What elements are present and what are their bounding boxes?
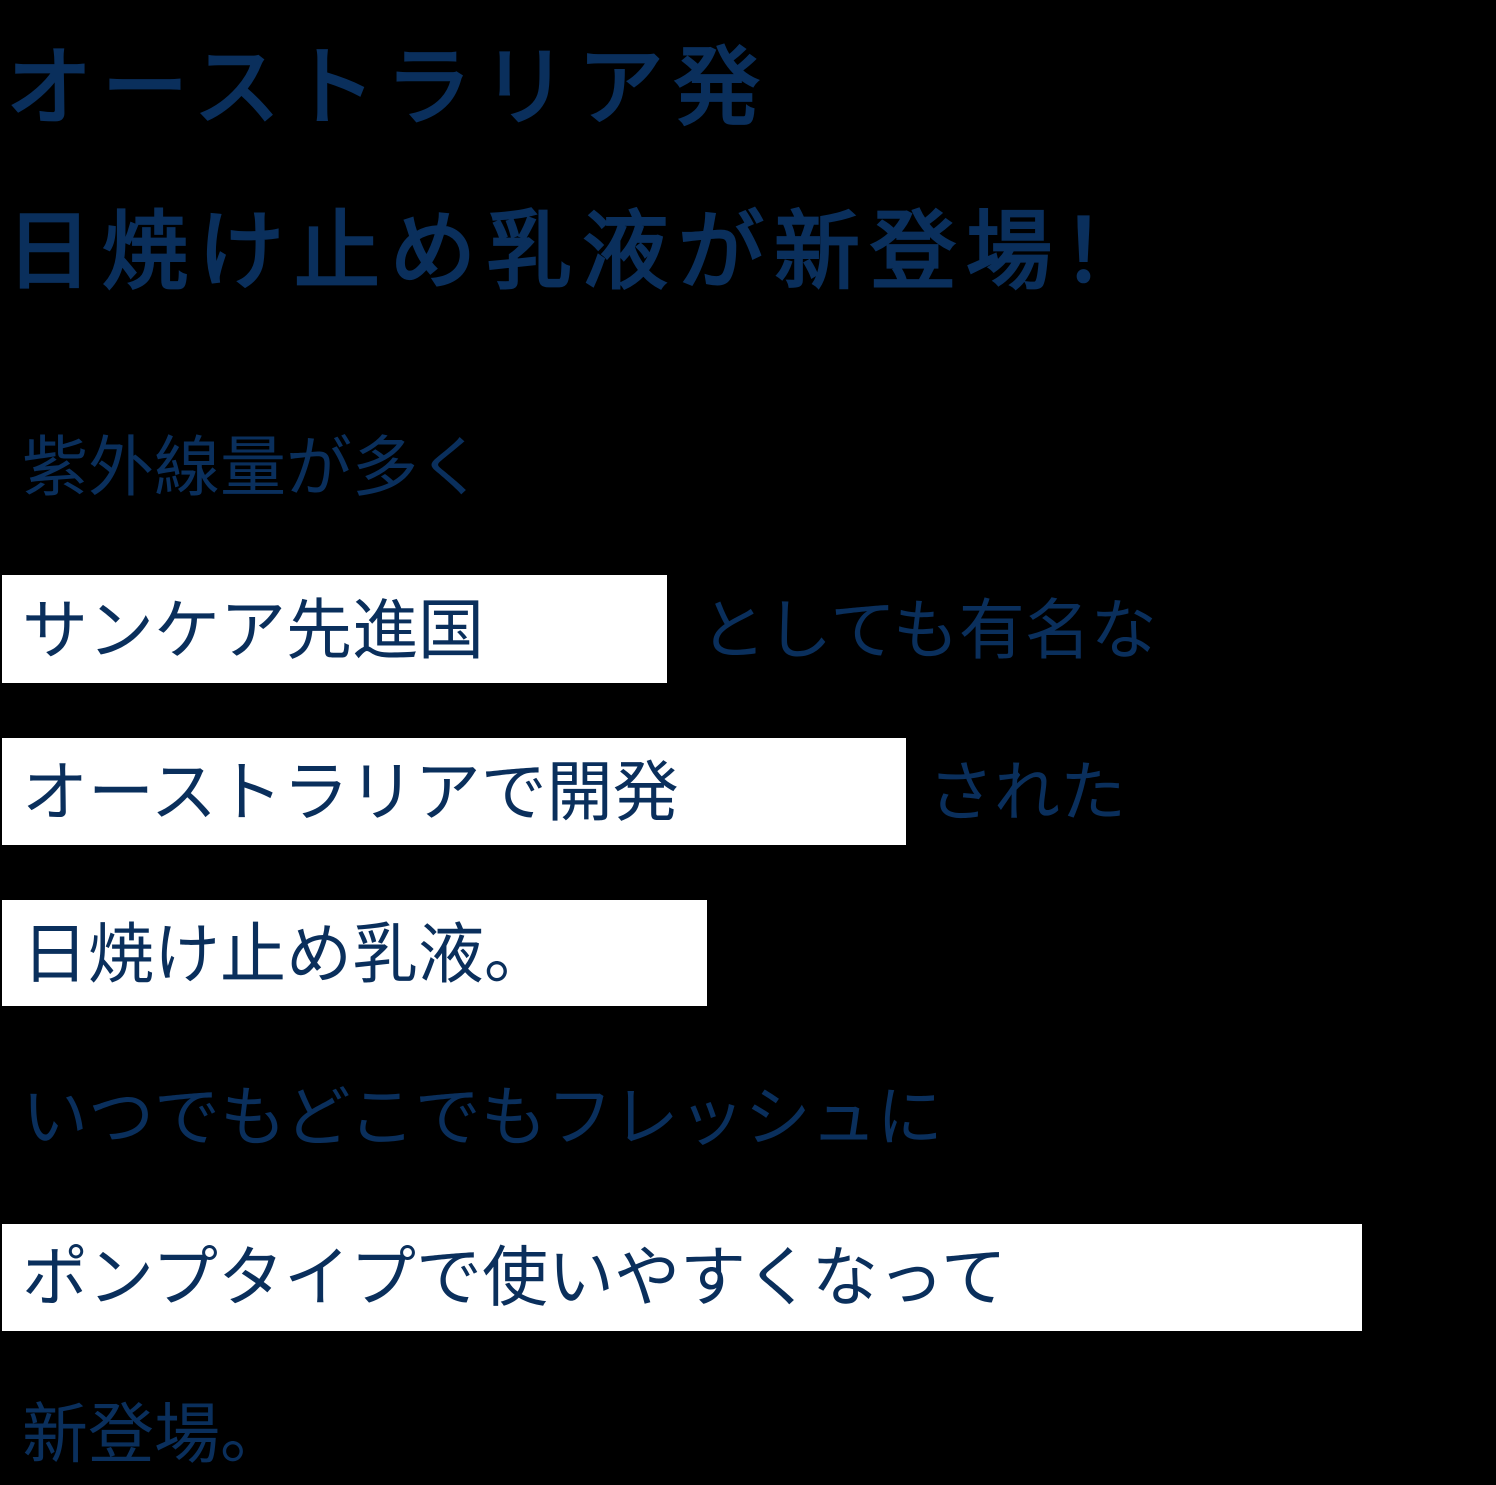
body-line-1: 紫外線量が多く (22, 429, 484, 506)
highlight-box (2, 900, 707, 1006)
body-line-2-rest: としても有名な (700, 592, 1157, 669)
highlight-box (2, 1224, 1362, 1331)
highlight-box (2, 738, 906, 845)
body-line-4-highlight: 日焼け止め乳液。 (22, 916, 550, 993)
body-line-7: 新登場。 (22, 1396, 286, 1473)
highlight-box (2, 575, 667, 683)
headline-line-2: 日焼け止め乳液が新登場！ (6, 202, 1158, 302)
body-line-5: いつでもどこでもフレッシュに (22, 1079, 943, 1156)
body-line-6-highlight: ポンプタイプで使いやすくなって (22, 1239, 1007, 1316)
headline-line-1: オーストラリア発 (6, 38, 770, 138)
body-line-2-highlight: サンケア先進国 (22, 592, 484, 669)
body-line-3-highlight: オーストラリアで開発 (22, 754, 679, 831)
body-line-3-rest: された (928, 754, 1126, 831)
